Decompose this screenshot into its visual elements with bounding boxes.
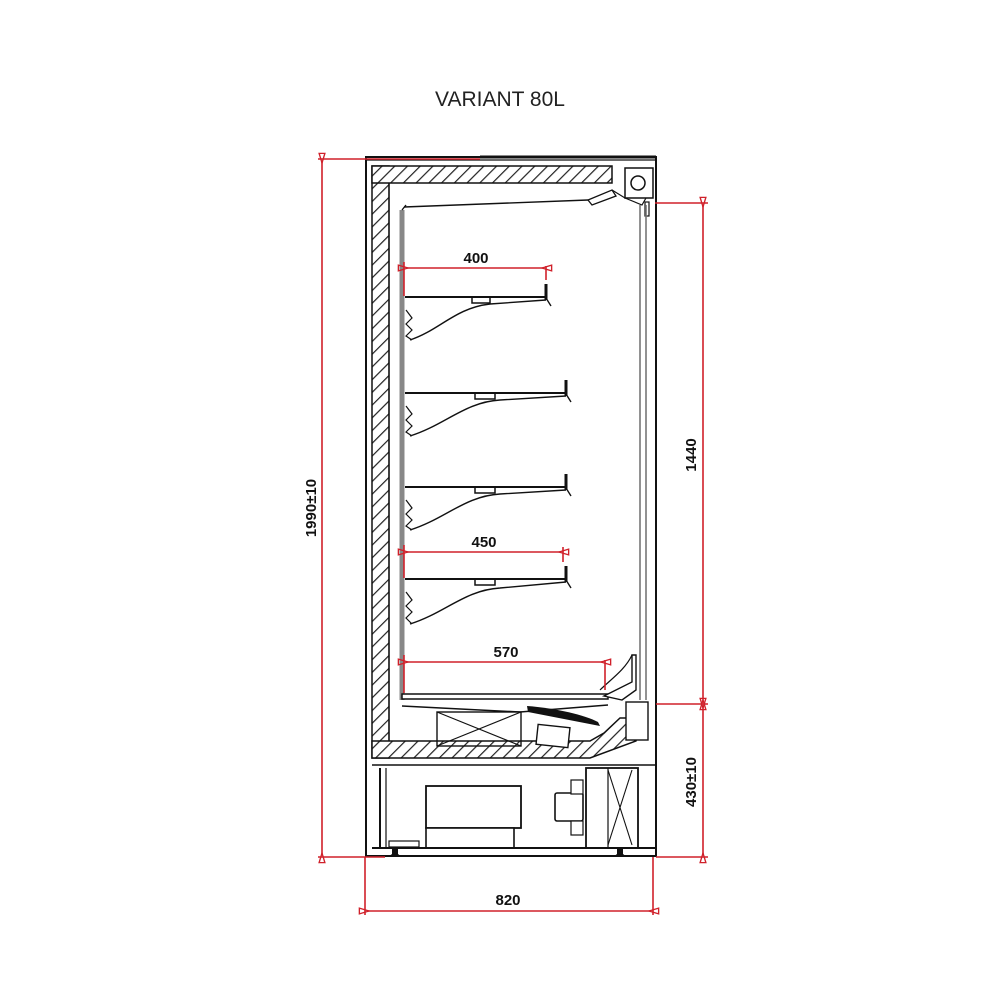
fan-blade	[527, 706, 600, 726]
dimensions	[318, 159, 708, 915]
shelf-4	[405, 566, 572, 625]
shelves	[405, 284, 572, 625]
dim-base-height: 430±10	[683, 757, 700, 807]
dim-base-deck-depth: 570	[493, 644, 518, 661]
shelf-2	[405, 380, 572, 437]
dim-shelf-lower-depth: 450	[471, 534, 496, 551]
left-wall-insulation	[371, 165, 390, 759]
shelf-3	[405, 474, 572, 531]
machine-compartment	[372, 764, 656, 857]
base-deck	[401, 654, 649, 749]
front-glass	[639, 205, 647, 700]
foot-left	[388, 848, 402, 857]
dim-opening-height: 1440	[683, 438, 700, 471]
dim-total-depth: 820	[495, 892, 520, 909]
dim-shelf-top-depth: 400	[463, 250, 488, 267]
canopy	[586, 167, 654, 217]
shelf-1	[405, 284, 552, 341]
top-insulation	[371, 165, 613, 184]
bottom-insulation	[371, 717, 641, 759]
dim-total-height: 1990±10	[303, 479, 320, 537]
drawing-title: VARIANT 80L	[435, 88, 565, 111]
canopy-light-icon	[630, 175, 646, 191]
evaporator	[436, 711, 522, 747]
compressor	[425, 785, 522, 829]
condenser-fan	[554, 792, 584, 822]
fan-motor	[535, 723, 571, 749]
foot-right	[613, 848, 627, 857]
cabinet-body	[365, 155, 657, 857]
condenser	[585, 767, 639, 849]
